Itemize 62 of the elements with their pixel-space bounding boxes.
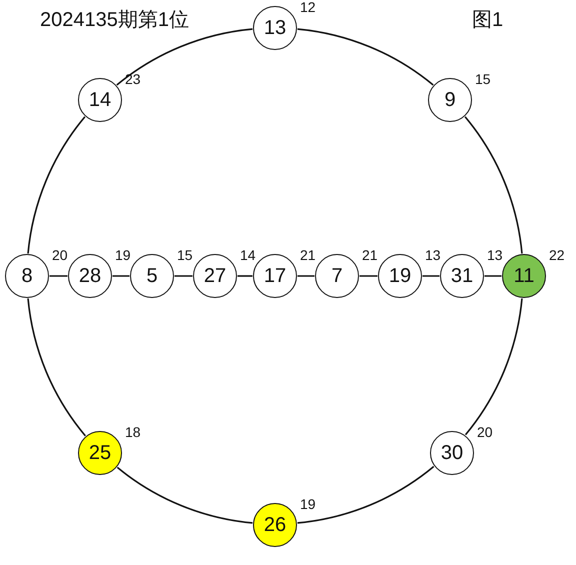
count-label: 15 xyxy=(177,247,193,263)
connector-line xyxy=(238,275,252,277)
number-circle xyxy=(315,254,359,298)
node-number: 31 xyxy=(450,264,474,288)
node-number: 17 xyxy=(264,264,286,288)
count-label: 23 xyxy=(125,71,141,87)
arc-line xyxy=(27,116,86,254)
count-label: 12 xyxy=(300,0,316,15)
node-number: 14 xyxy=(88,88,112,112)
count-label: 19 xyxy=(300,496,316,512)
arc-line xyxy=(27,298,86,436)
number-circle xyxy=(253,6,297,50)
figure-label: 图1 xyxy=(472,8,504,33)
node-number: 28 xyxy=(78,264,102,288)
connector-line xyxy=(50,275,68,277)
connector-line xyxy=(360,275,378,277)
number-circle xyxy=(378,254,422,298)
number-circle xyxy=(78,431,122,475)
count-label: 22 xyxy=(549,247,565,263)
number-circle xyxy=(428,78,472,122)
node-number: 19 xyxy=(388,264,412,288)
arc-line xyxy=(116,466,253,524)
number-circle xyxy=(440,254,484,298)
connector-line xyxy=(112,275,130,277)
title: 2024135期第1位 xyxy=(40,8,189,33)
node-number: 5 xyxy=(146,264,158,288)
number-circle xyxy=(130,254,174,298)
count-label: 15 xyxy=(475,71,491,87)
number-circle xyxy=(430,431,474,475)
number-circle xyxy=(193,254,237,298)
node-number: 27 xyxy=(204,264,226,288)
count-label: 21 xyxy=(300,247,316,263)
number-circle xyxy=(502,254,546,298)
count-label: 13 xyxy=(487,247,503,263)
connector-line xyxy=(174,275,192,277)
connector-line xyxy=(484,275,502,277)
node-number: 8 xyxy=(21,264,33,288)
number-circle xyxy=(78,78,122,122)
count-label: 20 xyxy=(477,424,493,440)
node-number: 25 xyxy=(88,442,112,464)
count-label: 13 xyxy=(425,247,441,263)
number-circle xyxy=(68,254,112,298)
arc-line xyxy=(297,28,434,86)
node-number: 13 xyxy=(264,16,286,40)
count-label: 20 xyxy=(52,247,68,263)
arc-line xyxy=(297,466,434,524)
count-label: 21 xyxy=(362,247,378,263)
arc-line xyxy=(116,28,253,86)
number-circle xyxy=(253,503,297,547)
number-circle xyxy=(5,254,49,298)
arc-line xyxy=(464,116,523,254)
count-label: 19 xyxy=(115,247,131,263)
connector-line xyxy=(422,275,440,277)
node-number: 9 xyxy=(444,88,456,112)
count-label: 14 xyxy=(240,247,256,263)
node-number: 26 xyxy=(264,514,286,536)
count-label: 18 xyxy=(125,424,141,440)
connector-line xyxy=(298,275,314,277)
node-number: 7 xyxy=(331,264,343,288)
node-number: 30 xyxy=(440,442,464,464)
node-number: 11 xyxy=(514,264,534,288)
arc-line xyxy=(464,298,523,436)
